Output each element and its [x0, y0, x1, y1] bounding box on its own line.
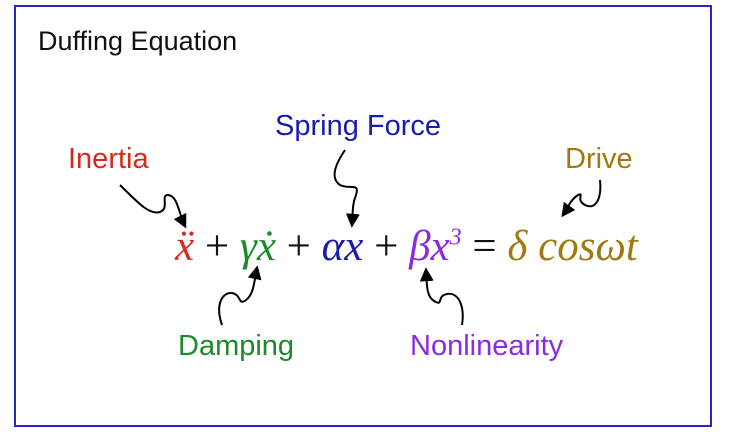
equals-sign: = [472, 223, 497, 270]
term-delta: δ [507, 223, 528, 270]
diagram-frame [14, 5, 712, 427]
arrow-spring [333, 149, 360, 228]
term-beta: β [409, 223, 431, 270]
label-drive: Drive [565, 143, 633, 175]
label-damping: Damping [178, 330, 295, 362]
term-cos: cos [538, 223, 596, 270]
term-inertia: ẍ [175, 223, 195, 270]
term-x-cubed: x [430, 223, 450, 270]
term-gamma: γ [239, 223, 257, 270]
label-inertia: Inertia [68, 143, 149, 175]
term-omega: ω [595, 223, 626, 270]
arrow-damping [218, 265, 262, 326]
arrow-drive [561, 179, 602, 218]
plus-sign: + [204, 223, 230, 270]
term-x: x [344, 223, 364, 270]
arrow-inertia [119, 184, 187, 229]
arrow-nonlinearity [419, 267, 464, 326]
exponent-3: 3 [449, 224, 462, 251]
term-xdot: ẋ [256, 223, 276, 270]
term-alpha: α [321, 223, 345, 270]
diagram-title: Duffing Equation [38, 26, 238, 56]
plus-sign: + [286, 223, 311, 270]
label-nonlinearity: Nonlinearity [410, 330, 564, 362]
plus-sign: + [374, 223, 399, 270]
label-spring-force: Spring Force [275, 110, 442, 142]
duffing-equation: ẍ + γẋ + αx + βx3 = δ cosωt [175, 225, 638, 268]
term-t: t [625, 223, 638, 270]
